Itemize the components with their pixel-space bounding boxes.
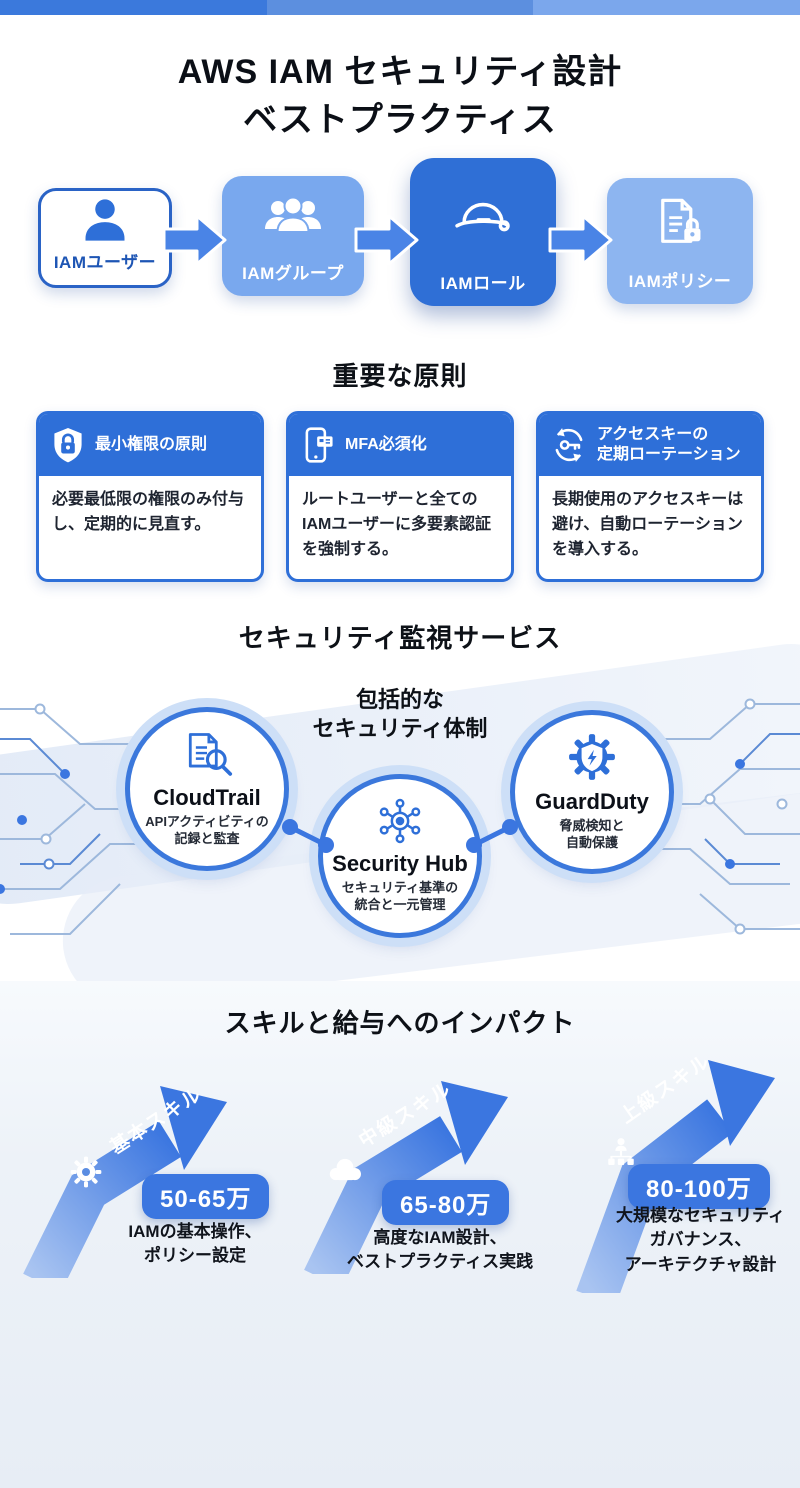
key-rotation-icon <box>550 426 588 464</box>
card-title: アクセスキーの 定期ローテーション <box>597 426 741 464</box>
user-group-icon <box>222 176 364 259</box>
card-body: 長期使用のアクセスキーは避け、自動ローテーションを導入する。 <box>552 491 744 558</box>
monitoring-diagram: 包括的な セキュリティ体制 CloudTrail APIアクティビティの 記録と… <box>0 633 800 1013</box>
document-lock-icon <box>607 178 753 267</box>
card-header: アクセスキーの 定期ローテーション <box>539 414 761 477</box>
audit-log-icon <box>181 730 233 783</box>
service-name: GuardDuty <box>535 788 649 814</box>
top-bar-segment-left <box>0 0 267 15</box>
flow-box-iam-role: IAMロール <box>410 158 556 307</box>
right-arrow-icon <box>548 214 613 266</box>
card-key-rotation: アクセスキーの 定期ローテーション 長期使用のアクセスキーは避け、自動ローテーシ… <box>536 411 764 582</box>
flow-box-iam-user: IAMユーザー <box>38 188 172 289</box>
service-desc: APIアクティビティの 記録と監査 <box>145 813 269 847</box>
flow-label: IAMポリシー <box>628 272 732 292</box>
salary-badge: 50-65万 <box>142 1173 270 1219</box>
right-arrow-icon <box>162 214 227 266</box>
skill-desc: 大規模なセキュリティ ガバナンス、 アーキテクチャ設計 <box>616 1205 785 1274</box>
service-name: CloudTrail <box>153 784 261 810</box>
user-icon <box>41 191 169 248</box>
shield-lock-icon <box>50 426 86 464</box>
flow-box-iam-group: IAMグループ <box>222 176 364 297</box>
page-title: AWS IAM セキュリティ設計 ベストプラクティス <box>177 53 623 139</box>
card-mfa: MFA必須化 ルートユーザーと全てのIAMユーザーに多要素認証を強制する。 <box>286 411 514 582</box>
service-name: Security Hub <box>332 850 468 876</box>
card-least-privilege: 最小権限の原則 必要最低限の権限のみ付与し、定期的に見直す。 <box>36 411 264 582</box>
salary-badge: 65-80万 <box>382 1179 510 1225</box>
service-desc: 脅威検知と 自動保護 <box>559 817 625 851</box>
skills-diagram: 基本スキル 50-65万 IAMの基本操作、 ポリシー設定 <box>0 1050 800 1294</box>
card-title: 最小権限の原則 <box>95 436 208 454</box>
guard-shield-icon <box>567 732 617 787</box>
gear-icon <box>70 1156 102 1193</box>
skill-desc: IAMの基本操作、 ポリシー設定 <box>128 1221 262 1266</box>
principles-heading: 重要な原則 <box>332 361 468 392</box>
salary-badge: 80-100万 <box>628 1163 770 1209</box>
circuit-pattern-left <box>0 703 160 935</box>
service-circle-cloudtrail: CloudTrail APIアクティビティの 記録と監査 <box>125 706 289 871</box>
service-desc: セキュリティ基準の 統合と一元管理 <box>341 879 459 913</box>
iam-flow-diagram: IAMユーザー IAMグループ IAMロール <box>0 158 800 322</box>
top-bar-segment-right <box>533 0 800 15</box>
flow-label: IAMロール <box>440 274 526 294</box>
card-body: ルートユーザーと全てのIAMユーザーに多要素認証を強制する。 <box>302 491 492 558</box>
cloud-icon <box>326 1154 364 1187</box>
org-chart-icon <box>604 1136 638 1175</box>
flow-label: IAMユーザー <box>53 253 157 273</box>
card-body: 必要最低限の権限のみ付与し、定期的に見直す。 <box>52 491 245 533</box>
card-header: 最小権限の原則 <box>39 414 261 477</box>
flow-label: IAMグループ <box>242 264 344 284</box>
flow-box-iam-policy: IAMポリシー <box>607 178 753 305</box>
skills-heading: スキルと給与へのインパクト <box>224 1007 576 1038</box>
circuit-pattern-right <box>640 698 800 935</box>
right-arrow-icon <box>354 214 419 266</box>
mfa-phone-icon <box>300 425 336 465</box>
hard-hat-icon <box>410 158 556 269</box>
skills-section: スキルと給与へのインパクト 基本スキル <box>0 980 800 1488</box>
monitoring-heading: セキュリティ監視サービス <box>238 622 562 653</box>
principle-cards: 最小権限の原則 必要最低限の権限のみ付与し、定期的に見直す。 MFA必須化 ルー… <box>0 411 800 582</box>
top-color-bar <box>0 0 800 15</box>
top-bar-segment-middle <box>266 0 534 15</box>
skill-desc: 高度なIAM設計、 ベストプラクティス実践 <box>346 1227 534 1272</box>
hub-network-icon <box>377 798 423 849</box>
service-circle-guardduty: GuardDuty 脅威検知と 自動保護 <box>510 709 674 874</box>
service-circle-securityhub: Security Hub セキュリティ基準の 統合と一元管理 <box>318 773 482 938</box>
monitoring-center-caption: 包括的な セキュリティ体制 <box>312 686 488 742</box>
card-header: MFA必須化 <box>289 414 511 477</box>
card-title: MFA必須化 <box>345 436 427 454</box>
